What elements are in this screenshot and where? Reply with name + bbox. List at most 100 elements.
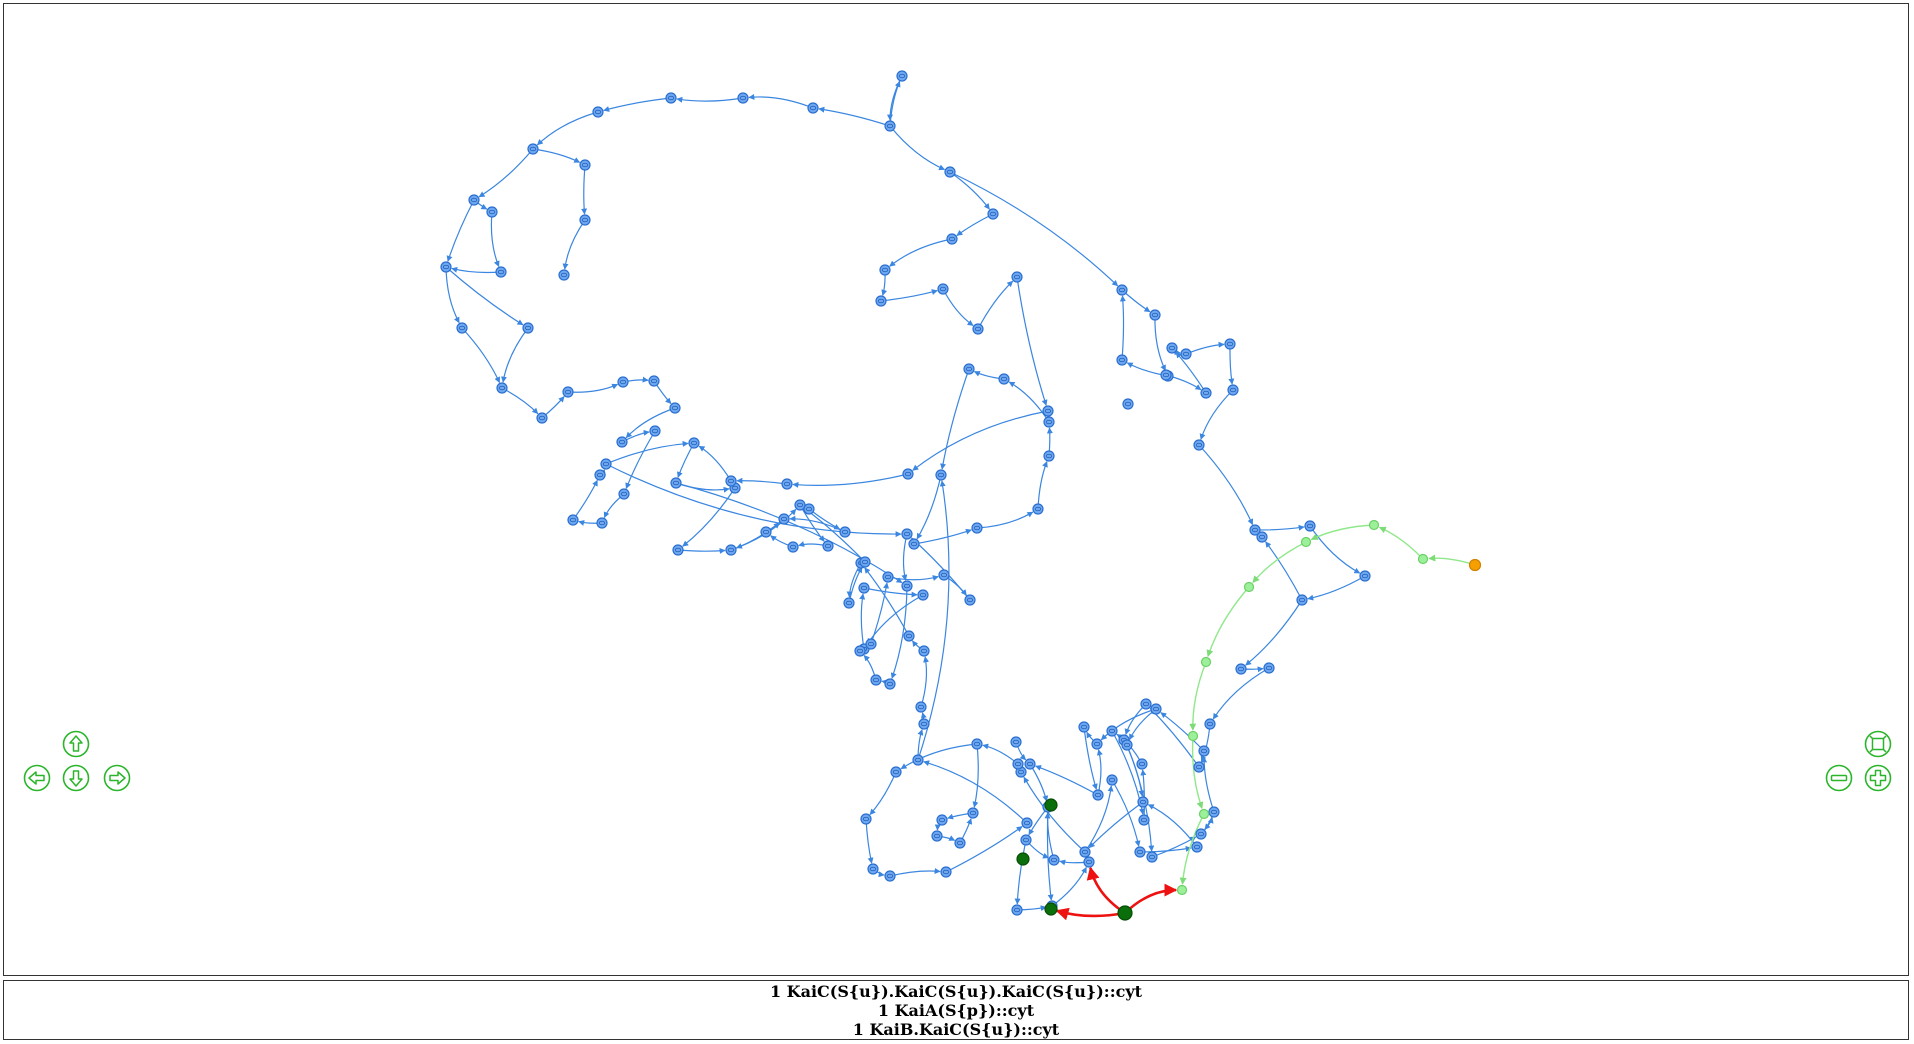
state-node[interactable]	[1012, 758, 1024, 770]
path-state-node[interactable]	[1417, 553, 1429, 565]
state-node[interactable]	[839, 526, 851, 538]
state-node[interactable]	[536, 412, 548, 424]
state-node[interactable]	[1137, 796, 1149, 808]
state-node[interactable]	[618, 488, 630, 500]
state-node[interactable]	[579, 214, 591, 226]
state-node[interactable]	[1359, 570, 1371, 582]
state-node[interactable]	[858, 582, 870, 594]
state-node[interactable]	[967, 807, 979, 819]
state-node[interactable]	[1227, 384, 1239, 396]
state-node[interactable]	[781, 478, 793, 490]
state-node[interactable]	[1191, 841, 1203, 853]
state-node[interactable]	[737, 92, 749, 104]
state-node[interactable]	[963, 363, 975, 375]
state-node[interactable]	[1249, 524, 1261, 536]
path-state-node[interactable]	[1300, 536, 1312, 548]
state-node[interactable]	[1195, 828, 1207, 840]
state-node[interactable]	[822, 540, 834, 552]
state-node[interactable]	[1021, 817, 1033, 829]
state-node[interactable]	[1106, 725, 1118, 737]
state-node[interactable]	[1121, 739, 1133, 751]
state-node[interactable]	[854, 645, 866, 657]
initial-state-node[interactable]	[1468, 558, 1482, 572]
state-node[interactable]	[648, 375, 660, 387]
state-node[interactable]	[908, 538, 920, 550]
state-graph-panel[interactable]	[3, 3, 1909, 976]
state-node[interactable]	[670, 477, 682, 489]
current-state-node[interactable]	[1044, 798, 1058, 812]
state-node[interactable]	[918, 718, 930, 730]
state-node[interactable]	[760, 526, 772, 538]
state-node[interactable]	[859, 556, 871, 568]
state-node[interactable]	[596, 517, 608, 529]
state-node[interactable]	[486, 206, 498, 218]
state-node[interactable]	[915, 701, 927, 713]
state-node[interactable]	[890, 766, 902, 778]
state-node[interactable]	[1193, 439, 1205, 451]
state-node[interactable]	[1106, 774, 1118, 786]
current-state-node[interactable]	[1044, 902, 1058, 916]
state-node[interactable]	[843, 597, 855, 609]
state-node[interactable]	[1116, 354, 1128, 366]
state-node[interactable]	[567, 514, 579, 526]
state-node[interactable]	[558, 269, 570, 281]
pan-down-button[interactable]	[62, 764, 90, 792]
state-node[interactable]	[803, 503, 815, 515]
state-node[interactable]	[1020, 834, 1032, 846]
state-node[interactable]	[884, 870, 896, 882]
state-node[interactable]	[954, 837, 966, 849]
state-node[interactable]	[1138, 814, 1150, 826]
state-node[interactable]	[940, 866, 952, 878]
state-node[interactable]	[1304, 520, 1316, 532]
state-node[interactable]	[617, 376, 629, 388]
state-node[interactable]	[1263, 662, 1275, 674]
state-node[interactable]	[1149, 309, 1161, 321]
state-node[interactable]	[495, 266, 507, 278]
state-node[interactable]	[972, 323, 984, 335]
state-node[interactable]	[875, 295, 887, 307]
state-node[interactable]	[1116, 284, 1128, 296]
state-node[interactable]	[903, 630, 915, 642]
state-node[interactable]	[579, 159, 591, 171]
state-node[interactable]	[1024, 758, 1036, 770]
state-node[interactable]	[672, 544, 684, 556]
state-node[interactable]	[1198, 745, 1210, 757]
state-node[interactable]	[1146, 851, 1158, 863]
path-state-node[interactable]	[1243, 581, 1255, 593]
state-node[interactable]	[1208, 806, 1220, 818]
state-node[interactable]	[1193, 761, 1205, 773]
current-state-node[interactable]	[1016, 852, 1030, 866]
state-node[interactable]	[456, 322, 468, 334]
state-node[interactable]	[1092, 789, 1104, 801]
state-node[interactable]	[879, 264, 891, 276]
pan-up-button[interactable]	[62, 730, 90, 758]
state-node[interactable]	[440, 261, 452, 273]
state-node[interactable]	[971, 738, 983, 750]
current-state-node[interactable]	[1117, 905, 1133, 921]
state-node[interactable]	[665, 92, 677, 104]
state-node[interactable]	[912, 754, 924, 766]
state-node[interactable]	[1079, 846, 1091, 858]
pan-left-button[interactable]	[23, 764, 51, 792]
state-node[interactable]	[1043, 416, 1055, 428]
fit-screen-button[interactable]	[1864, 730, 1892, 758]
state-node[interactable]	[938, 569, 950, 581]
state-node[interactable]	[964, 594, 976, 606]
state-node[interactable]	[944, 166, 956, 178]
state-node[interactable]	[1091, 738, 1103, 750]
state-node[interactable]	[987, 208, 999, 220]
state-node[interactable]	[1011, 904, 1023, 916]
state-node[interactable]	[902, 468, 914, 480]
state-node[interactable]	[884, 120, 896, 132]
path-state-node[interactable]	[1176, 884, 1188, 896]
state-node[interactable]	[971, 522, 983, 534]
state-node[interactable]	[1136, 758, 1148, 770]
state-node[interactable]	[901, 528, 913, 540]
state-node[interactable]	[901, 580, 913, 592]
state-node[interactable]	[778, 513, 790, 525]
state-node[interactable]	[1140, 698, 1152, 710]
state-node[interactable]	[527, 143, 539, 155]
state-node[interactable]	[1166, 342, 1178, 354]
path-state-node[interactable]	[1198, 808, 1210, 820]
state-node[interactable]	[1134, 846, 1146, 858]
